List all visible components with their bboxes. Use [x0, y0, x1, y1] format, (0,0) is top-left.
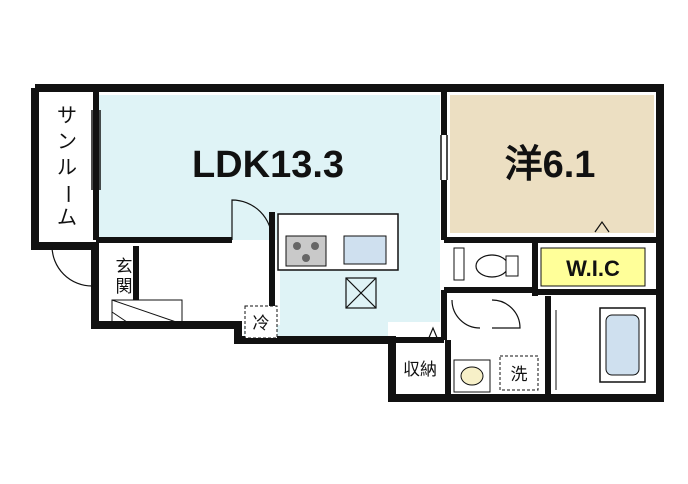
kitchen-counter — [277, 213, 399, 271]
doors — [51, 199, 610, 341]
sunroom-area — [40, 95, 96, 238]
svg-text:ー: ー — [56, 184, 80, 204]
western-room-area — [450, 95, 654, 233]
svg-text:ム: ム — [57, 205, 77, 229]
svg-text:ル: ル — [57, 155, 77, 179]
wash-basin — [453, 359, 491, 393]
toilet — [453, 247, 519, 281]
wic-label: W.I.C — [566, 256, 620, 281]
ldk-label: LDK13.3 — [192, 144, 344, 186]
svg-text:ン: ン — [57, 129, 77, 153]
storage-label: 収納 — [403, 360, 437, 379]
bathtub — [555, 307, 646, 390]
entrance-label: 玄 関 — [116, 257, 133, 296]
fridge-label: 冷 — [253, 314, 270, 333]
fridge-space — [244, 305, 278, 339]
washer-label: 洗 — [511, 365, 528, 384]
wic-area — [540, 247, 646, 287]
ventilation — [345, 277, 377, 309]
windows — [31, 110, 664, 220]
western-room-label: 洋6.1 — [505, 144, 596, 186]
interior-walls — [93, 88, 660, 398]
svg-text:関: 関 — [116, 277, 133, 296]
svg-text:サ: サ — [57, 103, 77, 127]
entrance-area — [96, 246, 136, 326]
washer-space — [499, 355, 539, 391]
sunroom-label: サ ン ル ー ム — [56, 103, 80, 229]
svg-text:玄: 玄 — [116, 257, 133, 276]
entrance-step — [111, 299, 183, 325]
